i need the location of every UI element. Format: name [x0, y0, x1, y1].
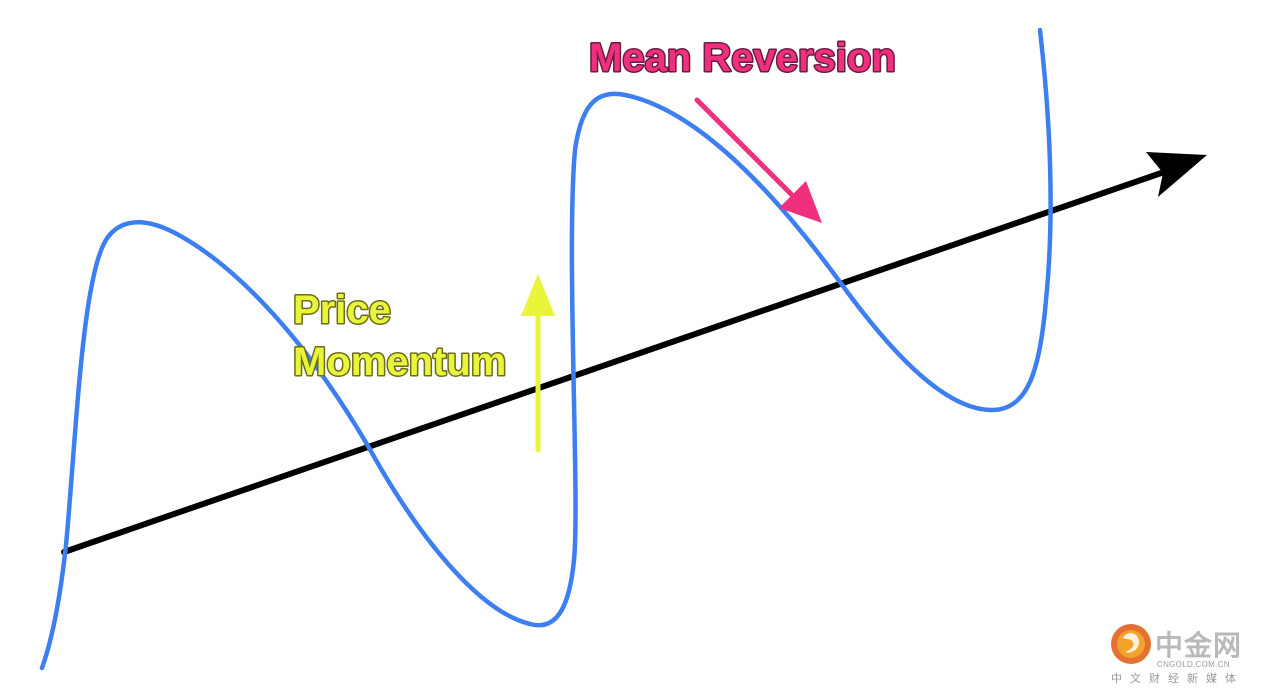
price-wave	[39, 27, 1053, 671]
trend-line	[61, 167, 1173, 555]
label-price: Price	[293, 288, 391, 332]
trend-arrowhead	[1146, 152, 1207, 197]
reversion-arrow-shaft	[694, 97, 803, 206]
momentum-arrowhead	[521, 274, 555, 316]
label-mean-reversion: Mean Reversion	[589, 36, 896, 80]
cngold-logo-icon	[1111, 624, 1151, 664]
watermark-title: 中金网	[1155, 629, 1243, 662]
label-momentum: Momentum	[293, 340, 506, 384]
watermark-tagline: 中文财经新媒体	[1111, 672, 1244, 685]
watermark-domain: CNGOLD.COM.CN	[1157, 660, 1230, 669]
reversion-arrowhead	[779, 181, 822, 223]
watermark: 中金网 CNGOLD.COM.CN 中文财经新媒体	[1109, 622, 1255, 685]
